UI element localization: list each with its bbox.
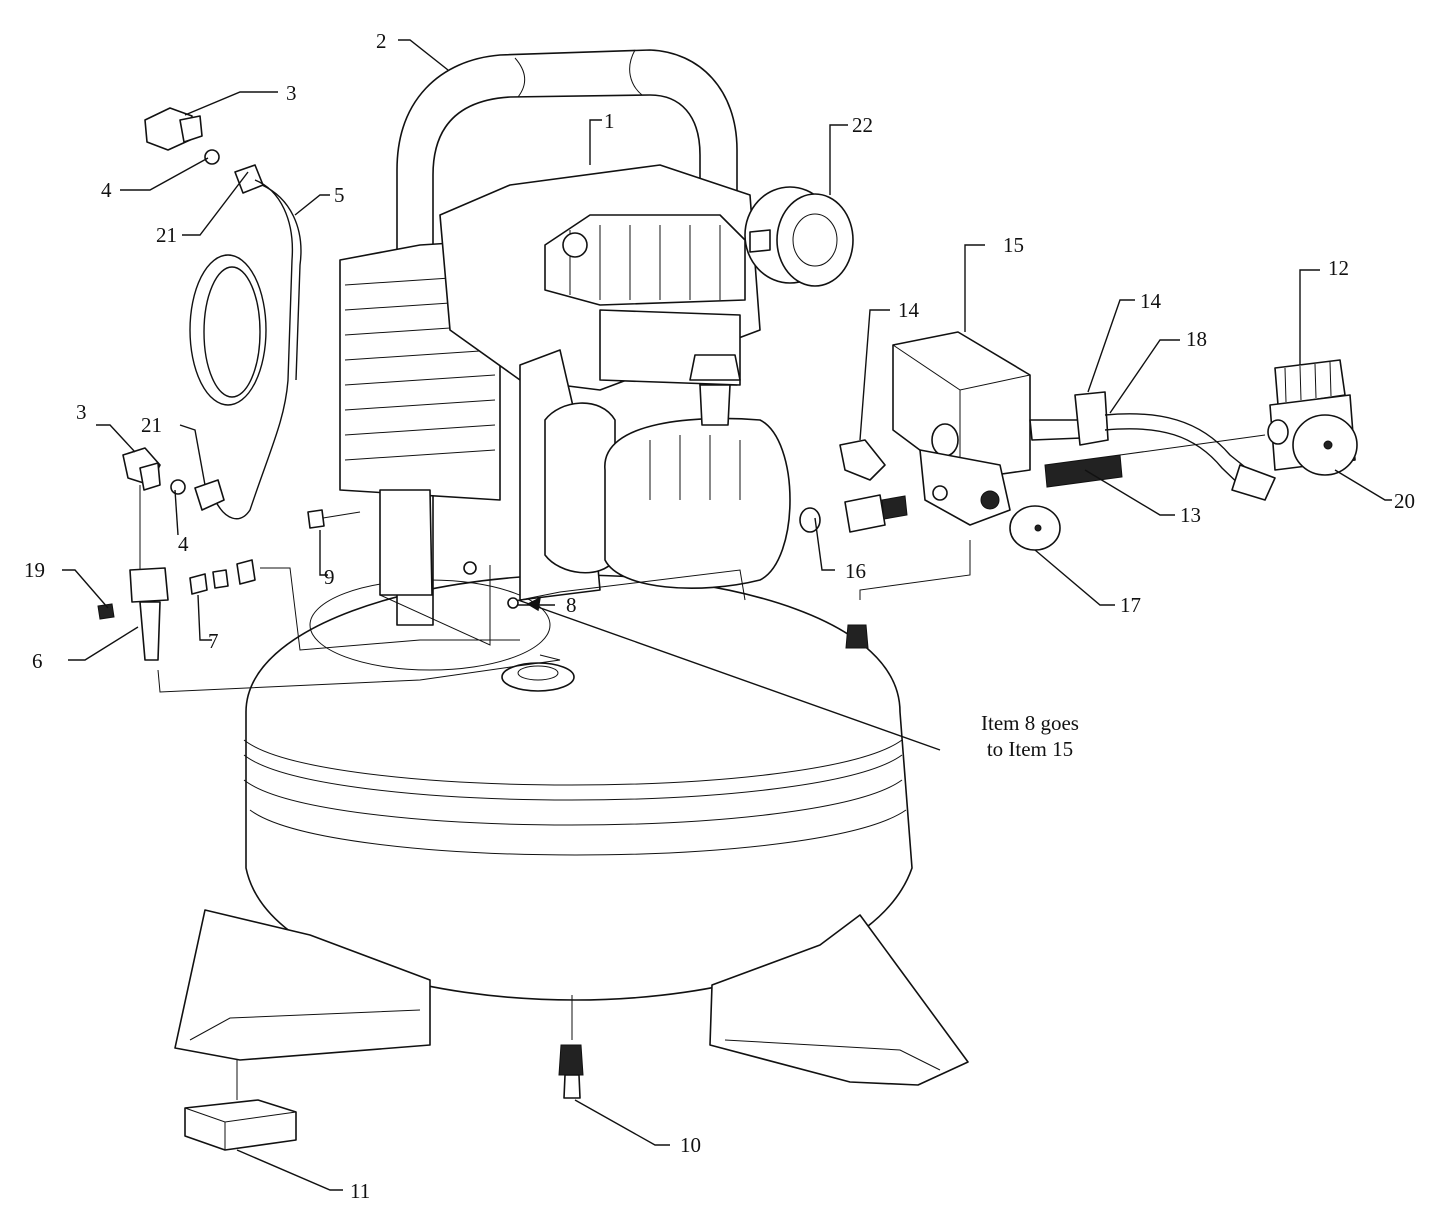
check-valve <box>97 485 561 693</box>
rubber-pad <box>184 1060 297 1151</box>
callout-2: 2 <box>376 29 387 53</box>
note-line-1: Item 8 goes <box>981 711 1079 735</box>
hose-assembly <box>122 107 302 520</box>
callout-11: 11 <box>350 1179 370 1203</box>
callout-4: 4 <box>101 178 112 202</box>
callout-13: 13 <box>1180 503 1201 527</box>
callout-8: 8 <box>566 593 577 617</box>
callout-7: 7 <box>208 629 219 653</box>
callout-6: 6 <box>32 649 43 673</box>
callout-19: 19 <box>24 558 45 582</box>
callout-14: 14 <box>898 298 920 322</box>
tank-feet <box>174 909 969 1086</box>
callout-21: 21 <box>156 223 177 247</box>
note-item-8: Item 8 goes to Item 15 <box>981 711 1079 761</box>
pressure-switch <box>799 331 1276 551</box>
drain-valve <box>558 995 584 1099</box>
note-line-2: to Item 15 <box>987 737 1073 761</box>
callout-21: 21 <box>141 413 162 437</box>
callout-10: 10 <box>680 1133 701 1157</box>
callout-16: 16 <box>845 559 866 583</box>
callout-15: 15 <box>1003 233 1024 257</box>
callout-4: 4 <box>178 532 189 556</box>
motor-pump <box>339 164 791 646</box>
callout-labels: 1 2 3 3 4 4 5 6 7 8 9 10 11 12 13 14 14 … <box>24 29 1415 1203</box>
callout-5: 5 <box>334 183 345 207</box>
leader-lines <box>62 39 1392 1191</box>
flywheel <box>744 186 854 287</box>
callout-14: 14 <box>1140 289 1162 313</box>
callout-20: 20 <box>1394 489 1415 513</box>
callout-1: 1 <box>604 109 615 133</box>
callout-12: 12 <box>1328 256 1349 280</box>
callout-9: 9 <box>324 565 335 589</box>
callout-18: 18 <box>1186 327 1207 351</box>
regulator <box>1119 359 1358 476</box>
bolt-and-tube <box>307 509 941 751</box>
callout-22: 22 <box>852 113 873 137</box>
callout-17: 17 <box>1120 593 1141 617</box>
callout-3: 3 <box>286 81 297 105</box>
callout-3: 3 <box>76 400 87 424</box>
